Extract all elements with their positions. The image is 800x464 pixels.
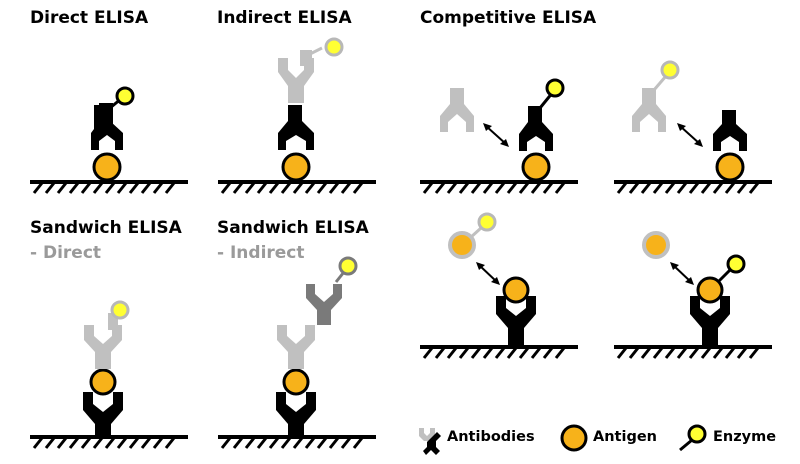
subtitle-indirect: - Indirect <box>217 243 305 263</box>
surface-hatch <box>220 437 364 449</box>
surface-hatch <box>32 182 176 194</box>
enzyme-link <box>716 268 732 284</box>
arrowhead <box>694 139 703 147</box>
legend-label-antigen: Antigen <box>593 429 657 445</box>
antigen <box>89 368 117 396</box>
arrowhead <box>500 139 509 147</box>
enzyme-link <box>468 226 483 240</box>
surface-hatch <box>32 437 176 449</box>
panel-competitive-elisa-4 <box>614 231 772 359</box>
enzyme-legend-icon <box>679 424 707 452</box>
enzyme <box>110 300 130 320</box>
surface-hatch <box>422 347 566 359</box>
primary-detection-antibody <box>277 325 315 369</box>
capture-antibody <box>496 296 536 346</box>
enzyme <box>726 254 746 274</box>
competition-arrow <box>485 125 507 145</box>
surface-hatch <box>616 182 760 194</box>
arrowhead <box>491 277 500 285</box>
detection-antibody <box>84 325 122 369</box>
antigen <box>282 368 310 396</box>
secondary-antibody <box>306 284 342 325</box>
enzyme-link <box>307 46 323 57</box>
capture-antibody <box>276 392 316 436</box>
legend <box>419 424 707 455</box>
enzyme <box>338 256 358 276</box>
panel-competitive-elisa-2 <box>614 60 772 194</box>
enzyme <box>660 60 680 80</box>
title-sandwich-elisa-direct: Sandwich ELISA <box>30 218 182 238</box>
primary-antibody-stem <box>99 103 113 127</box>
title-competitive-elisa: Competitive ELISA <box>420 8 597 28</box>
enzyme <box>545 78 565 98</box>
competition-arrow <box>478 264 498 283</box>
panel-competitive-elisa-1 <box>420 78 578 194</box>
arrowhead <box>483 123 492 131</box>
antigen <box>521 152 551 182</box>
secondary-antibody <box>278 58 314 103</box>
antigen <box>281 152 311 182</box>
panel-competitive-elisa-3 <box>420 212 578 359</box>
title-sandwich-elisa-indirect: Sandwich ELISA <box>217 218 369 238</box>
panel-indirect-elisa <box>218 37 376 194</box>
free-antibody <box>440 88 474 132</box>
enzyme-link <box>652 75 668 91</box>
subtitle-direct: - Direct <box>30 243 102 263</box>
labeled-antigen <box>448 231 476 259</box>
panel-direct-elisa <box>30 86 188 194</box>
labeled-antibody <box>519 106 553 151</box>
capture-antibody <box>690 296 730 346</box>
arrowhead <box>670 262 679 270</box>
free-labeled-antibody <box>632 88 666 132</box>
antibody <box>713 110 747 151</box>
antigen <box>92 152 122 182</box>
arrowhead <box>685 277 694 285</box>
antibodies-legend-icon <box>419 428 441 455</box>
primary-antibody <box>278 105 314 150</box>
surface-hatch <box>422 182 566 194</box>
enzyme <box>115 86 135 106</box>
enzyme <box>324 37 344 57</box>
enzyme <box>477 212 497 232</box>
bound-labeled-antigen <box>696 276 724 304</box>
title-indirect-elisa: Indirect ELISA <box>217 8 352 28</box>
capture-antibody <box>83 392 123 436</box>
free-antigen <box>642 231 670 259</box>
bound-antigen <box>502 276 530 304</box>
antigen <box>715 152 745 182</box>
surface-hatch <box>616 347 760 359</box>
surface-hatch <box>220 182 364 194</box>
panel-sandwich-indirect <box>218 256 376 449</box>
title-direct-elisa: Direct ELISA <box>30 8 149 28</box>
arrowhead <box>677 123 686 131</box>
legend-label-antibodies: Antibodies <box>447 429 535 445</box>
competition-arrow <box>679 125 701 145</box>
competition-arrow <box>672 264 692 283</box>
arrowhead <box>476 262 485 270</box>
panel-sandwich-direct <box>30 300 188 449</box>
antigen-legend-icon <box>560 424 588 452</box>
legend-label-enzyme: Enzyme <box>713 429 777 445</box>
